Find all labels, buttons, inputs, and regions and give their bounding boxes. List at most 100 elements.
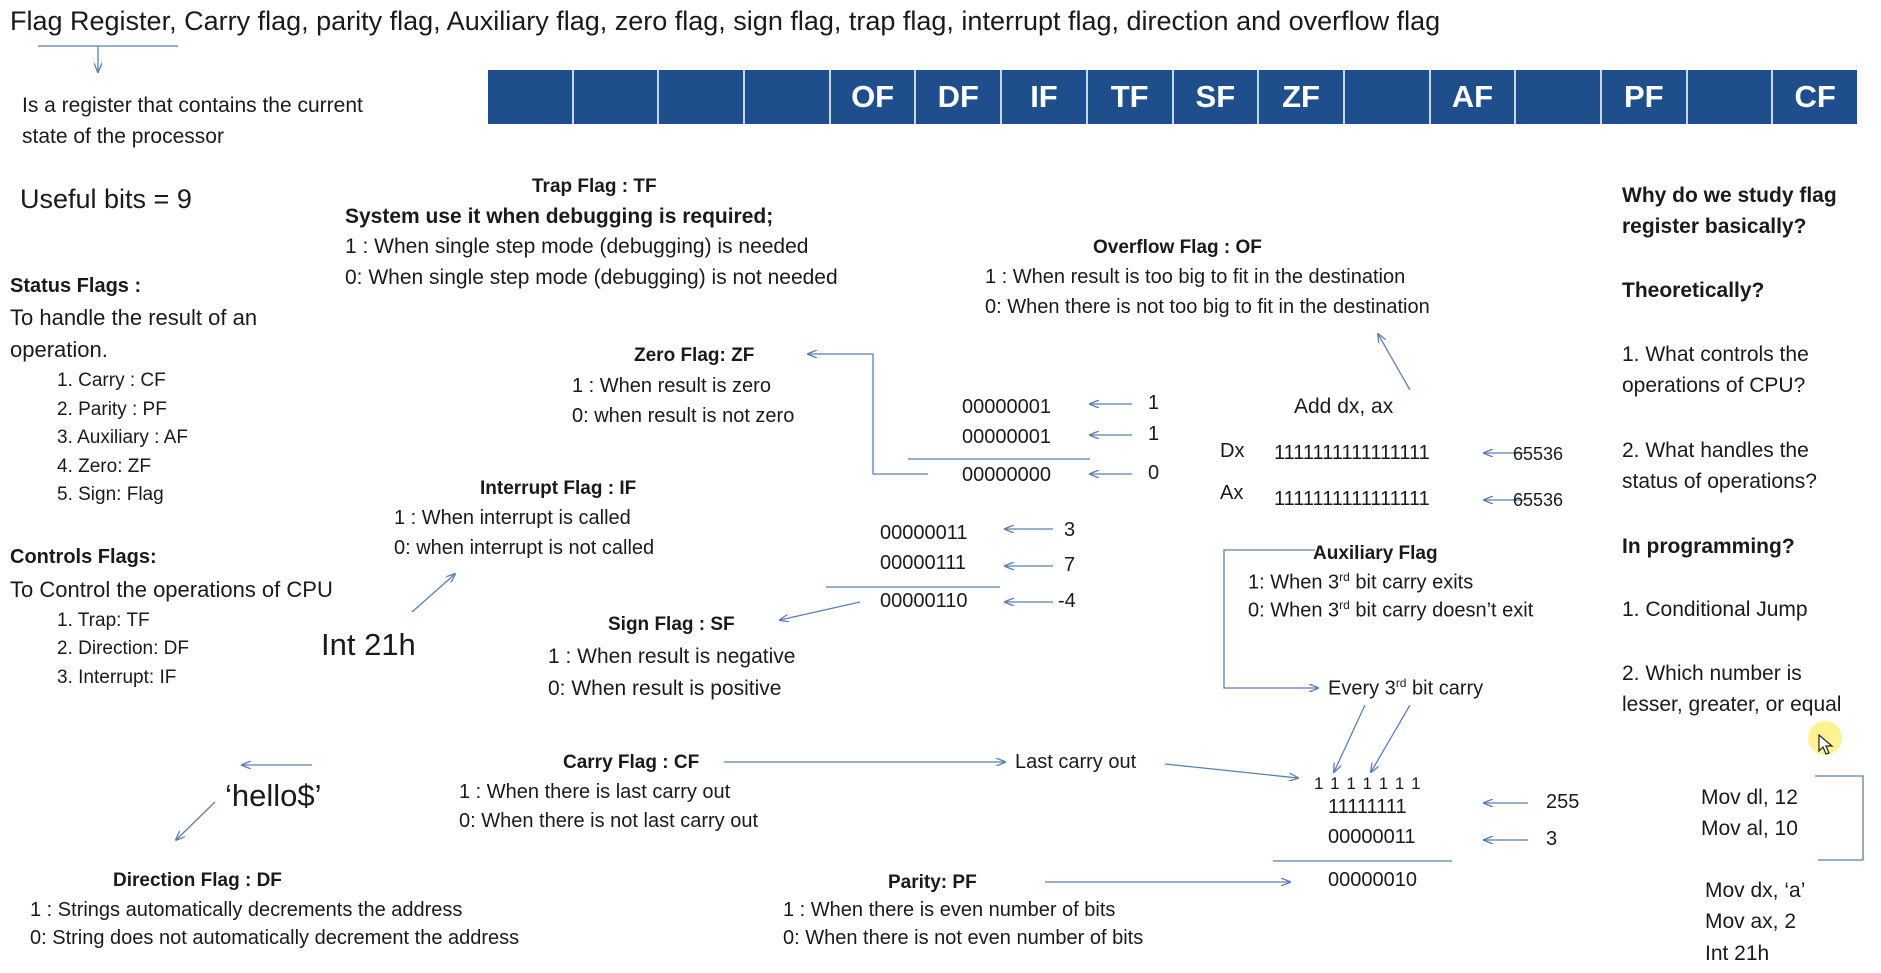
register-bit-df: DF [916,70,1003,124]
auxiliary-flag-one: 1: When 3rd bit carry exits [1248,570,1474,594]
carry-example-b-val: 3 [1546,828,1558,850]
hello-string: ‘hello$’ [225,778,322,813]
register-bit [488,70,574,124]
direction-flag-title: Direction Flag : DF [113,870,282,891]
auxiliary-flag-title: Auxiliary Flag [1313,543,1438,564]
interrupt-flag-one: 1 : When interrupt is called [394,507,631,529]
why-heading: Why do we study flag [1622,184,1837,207]
dx-decimal: 65536 [1513,444,1564,464]
zero-example-b: 00000001 [962,426,1051,448]
every-third-bit-carry: Every 3rd bit carry [1328,676,1484,700]
question-2: 2. What handles the [1622,439,1809,462]
sign-flag-one: 1 : When result is negative [548,645,796,668]
control-flag-item: 2. Direction: DF [57,638,189,659]
zero-flag-zero: 0: when result is not zero [572,405,795,427]
overflow-example-instr: Add dx, ax [1294,395,1394,418]
direction-flag-zero: 0: String does not automatically decreme… [30,927,520,949]
ax-decimal: 65536 [1513,490,1564,510]
status-flag-item: 5. Sign: Flag [57,484,164,505]
definition-line: Is a register that contains the current [22,94,363,117]
carry-example-a: 11111111 [1328,796,1407,818]
zero-example-result: 00000000 [962,464,1051,486]
register-bit-pf: PF [1602,70,1688,124]
ax-value: 1111111111111111 [1274,488,1430,510]
code-line: Mov dx, ‘a’ [1705,879,1806,902]
mouse-pointer-icon [1818,734,1834,755]
int21h-label: Int 21h [321,627,416,662]
register-bit-zf: ZF [1259,70,1345,124]
in-programming-heading: In programming? [1622,535,1795,558]
status-flags-desc: operation. [10,337,108,362]
why-heading: register basically? [1622,215,1807,238]
status-flag-item: 4. Zero: ZF [57,456,151,477]
register-bit [574,70,660,124]
carry-example-result: 00000010 [1328,869,1417,891]
parity-flag-zero: 0: When there is not even number of bits [783,927,1144,949]
flag-register-bar: OF DF IF TF SF ZF AF PF CF [488,70,1857,124]
zero-flag-one: 1 : When result is zero [572,375,771,397]
ax-label: Ax [1220,482,1244,504]
useful-bits: Useful bits = 9 [20,184,192,214]
zero-example-b-val: 1 [1148,423,1160,445]
programming-point-1: 1. Conditional Jump [1622,598,1808,621]
carry-example-a-val: 255 [1546,791,1580,813]
parity-flag-title: Parity: PF [888,872,977,893]
carry-example-b: 00000011 [1328,826,1416,848]
register-bit-cf: CF [1794,79,1836,114]
status-flag-item: 1. Carry : CF [57,370,166,391]
sign-example-a-val: 3 [1064,519,1076,541]
zero-example-a: 00000001 [962,396,1051,418]
register-bit-if: IF [1002,70,1088,124]
zero-example-a-val: 1 [1148,392,1160,414]
register-bit [1516,70,1602,124]
register-bit [1345,70,1431,124]
register-bit-of: OF [831,70,917,124]
status-flag-item: 3. Auxiliary : AF [57,427,188,448]
code-line: Int 21h [1705,942,1770,965]
carry-flag-one: 1 : When there is last carry out [459,781,731,803]
sign-flag-title: Sign Flag : SF [608,614,735,635]
zero-example-result-val: 0 [1148,462,1160,484]
register-bit [659,70,746,124]
sign-example-result: 00000110 [880,590,968,612]
parity-flag-one: 1 : When there is even number of bits [783,899,1116,921]
register-bit [745,70,831,124]
programming-point-2: 2. Which number is [1622,662,1802,685]
interrupt-flag-zero: 0: when interrupt is not called [394,537,655,559]
sign-example-result-val: -4 [1058,590,1076,612]
dx-label: Dx [1220,440,1245,462]
control-flag-item: 1. Trap: TF [57,610,150,631]
trap-flag-zero: 0: When single step mode (debugging) is … [345,266,838,289]
theoretically-heading: Theoretically? [1622,279,1765,302]
control-flags-desc: To Control the operations of CPU [10,577,333,602]
question-1: 1. What controls the [1622,343,1809,366]
code-line: Mov dl, 12 [1701,786,1798,809]
sign-example-b: 00000111 [880,552,967,574]
sign-example-a: 00000011 [880,522,968,544]
overflow-flag-title: Overflow Flag : OF [1093,237,1262,258]
trap-flag-title: Trap Flag : TF [532,176,657,197]
carry-flag-zero: 0: When there is not last carry out [459,810,759,832]
register-bit-af: AF [1431,70,1517,124]
status-flags-heading: Status Flags : [10,275,142,297]
direction-flag-one: 1 : Strings automatically decrements the… [30,899,463,921]
trap-flag-one: 1 : When single step mode (debugging) is… [345,235,809,258]
trap-flag-desc: System use it when debugging is required… [345,205,774,228]
interrupt-flag-title: Interrupt Flag : IF [480,478,637,499]
register-bit [1688,70,1774,124]
carry-flag-title: Carry Flag : CF [563,752,700,773]
control-flag-item: 3. Interrupt: IF [57,667,177,688]
sign-example-b-val: 7 [1064,554,1076,576]
programming-point-2: lesser, greater, or equal [1622,693,1842,716]
question-1: operations of CPU? [1622,374,1806,397]
zero-flag-title: Zero Flag: ZF [634,345,755,366]
last-carry-out-label: Last carry out [1015,751,1137,773]
definition-line: state of the processor [22,125,224,148]
question-2: status of operations? [1622,470,1817,493]
code-line: Mov al, 10 [1701,817,1798,840]
dx-value: 1111111111111111 [1274,442,1430,464]
code-line: Mov ax, 2 [1705,910,1797,933]
register-bit-sf: SF [1174,70,1260,124]
status-flags-desc: To handle the result of an [10,305,258,330]
